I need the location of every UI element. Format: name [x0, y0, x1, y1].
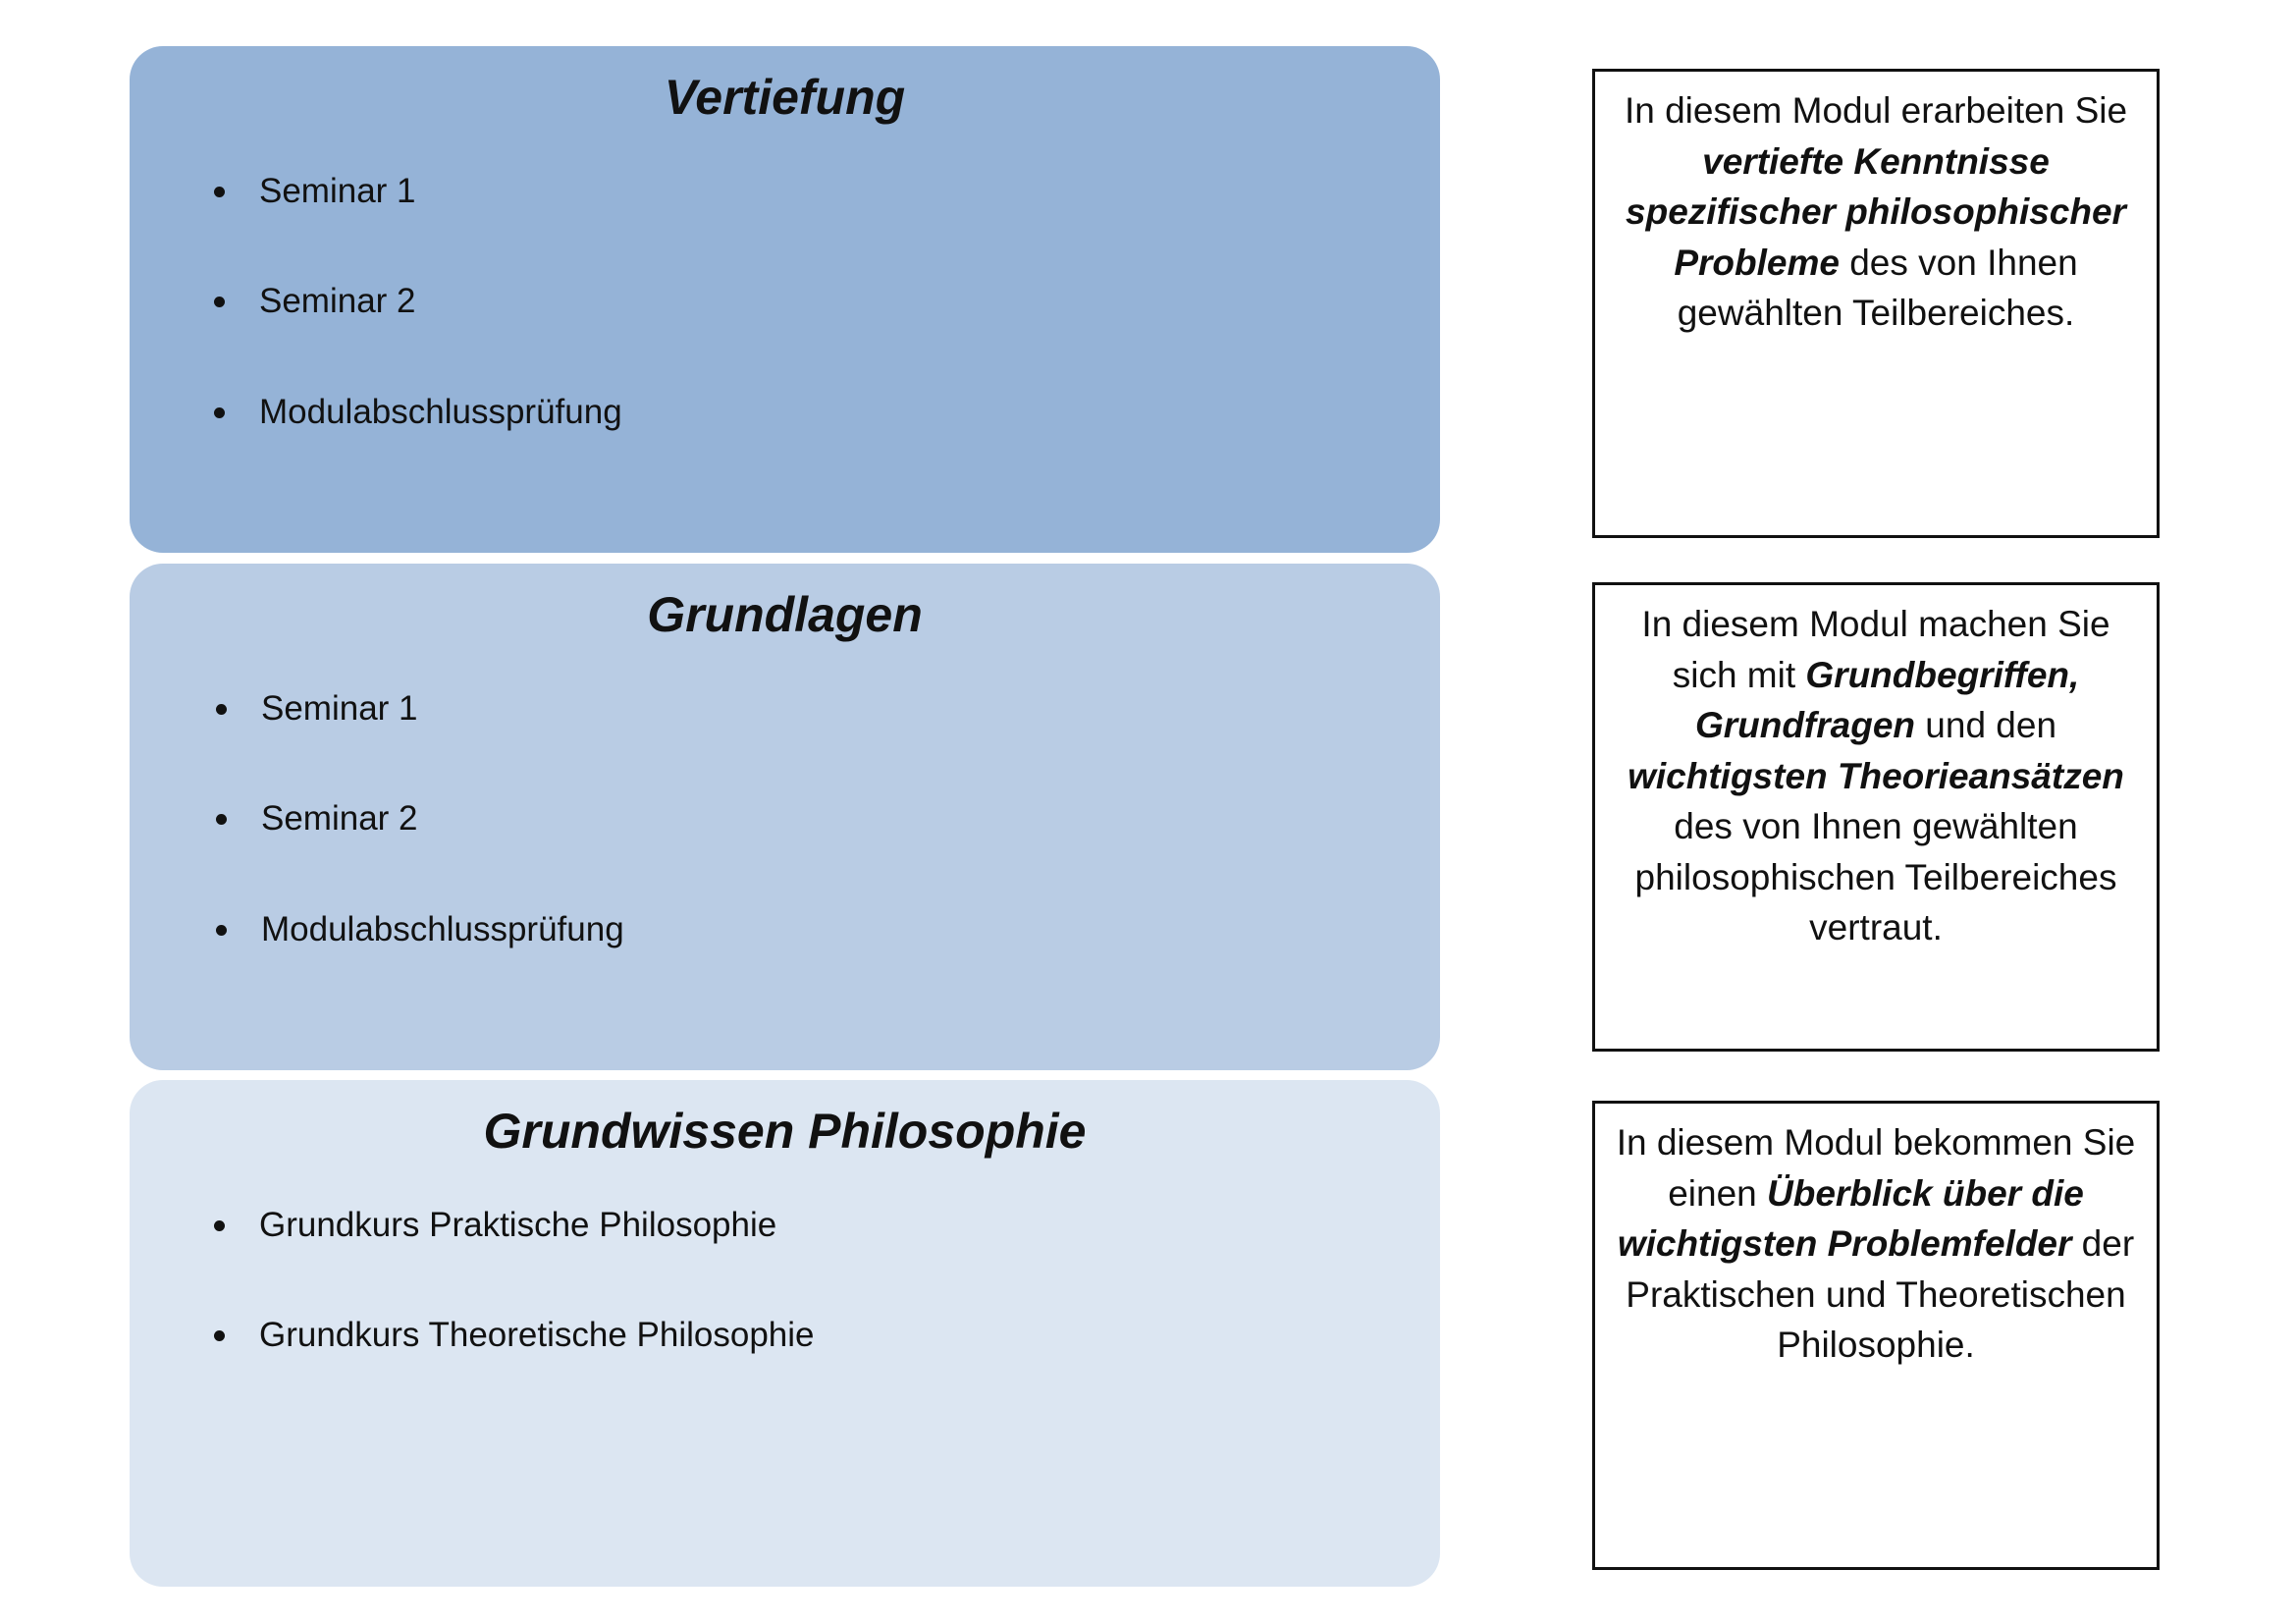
description-box-vertiefung: In diesem Modul erarbeiten Sie vertiefte…: [1592, 69, 2160, 538]
module-vertiefung: Vertiefung Seminar 1 Seminar 2 Modulabsc…: [130, 46, 1440, 553]
description-emphasis: wichtigsten Theorieansätzen: [1628, 755, 2124, 796]
module-grundwissen-philosophie: Grundwissen Philosophie Grundkurs Prakti…: [130, 1080, 1440, 1587]
description-text: des von Ihnen gewählten philosophischen …: [1634, 806, 2117, 947]
description-text: der Praktischen und Theoretischen Philos…: [1626, 1223, 2135, 1365]
bullet-icon: [216, 925, 227, 936]
description-text: In diesem Modul erarbeiten Sie: [1624, 90, 2128, 131]
description-box-grundlagen: In diesem Modul machen Sie sich mit Grun…: [1592, 582, 2160, 1052]
description-text: des von Ihnen gewählten Teilbereiches.: [1677, 242, 2078, 334]
description-emphasis: Überblick über die wichtigsten Problemfe…: [1617, 1172, 2084, 1265]
bullet-icon: [216, 814, 227, 825]
description-box-grundwissen: In diesem Modul bekommen Sie einen Überb…: [1592, 1101, 2160, 1570]
module-grundlagen: Grundlagen Seminar 1 Seminar 2 Modulabsc…: [130, 564, 1440, 1070]
module-title: Grundlagen: [647, 587, 923, 642]
description-text: In diesem Modul machen Sie sich mit: [1641, 604, 2110, 695]
description-text: In diesem Modul bekommen Sie einen: [1616, 1122, 2136, 1214]
bullet-icon: [214, 297, 225, 307]
bullet-icon: [214, 187, 225, 197]
bullet-icon: [214, 407, 225, 418]
description-text: und den: [1915, 705, 2057, 745]
description-emphasis: Grundbegriffen, Grundfragen: [1694, 654, 2080, 746]
bullet-icon: [214, 1220, 225, 1231]
description-emphasis: vertiefte Kenntnisse spezifischer philos…: [1626, 140, 2126, 283]
module-title: Grundwissen Philosophie: [483, 1104, 1087, 1159]
bullet-icon: [216, 704, 227, 715]
module-title: Vertiefung: [664, 70, 906, 125]
bullet-icon: [214, 1330, 225, 1341]
